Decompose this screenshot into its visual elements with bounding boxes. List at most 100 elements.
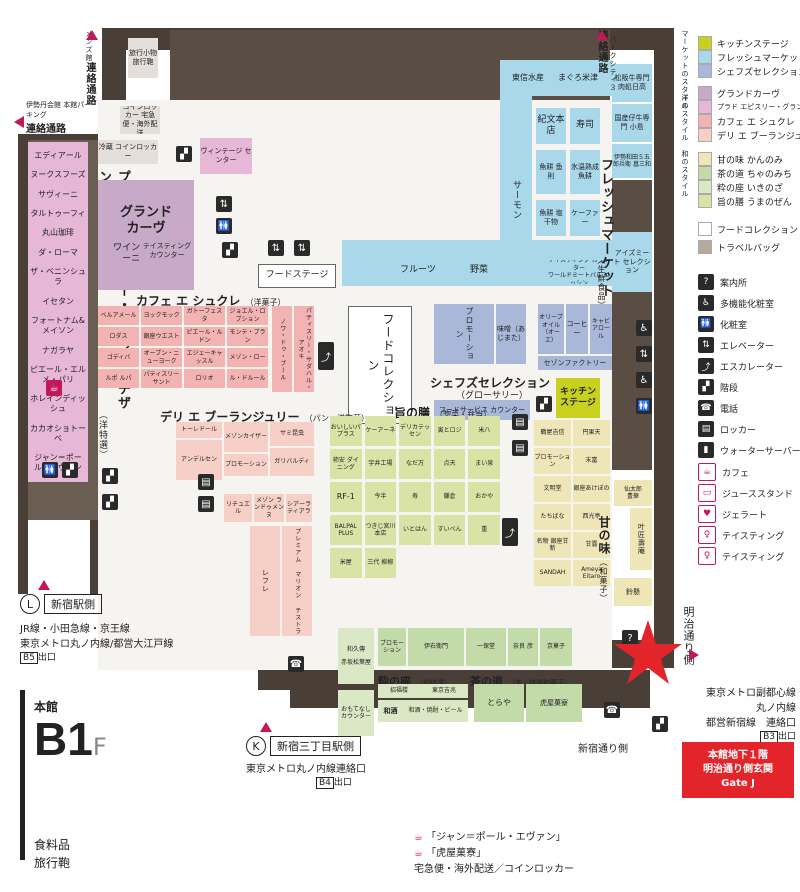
deli-shop-3[interactable]: アンデルセン — [176, 440, 222, 480]
elevator-icon[interactable]: ⇅ — [294, 240, 310, 256]
cafe-shop-patisserie-1[interactable]: ノワ・ドゥ・ブール — [272, 306, 292, 392]
locker-icon[interactable]: ▤ — [198, 474, 214, 490]
restroom-icon[interactable]: 🚻 — [42, 462, 58, 478]
kitchen-stage[interactable]: キッチン ステージ — [556, 378, 600, 418]
deli-shop-2[interactable]: メゾンカイザー — [224, 422, 268, 452]
restroom-icon[interactable]: 🚻 — [216, 218, 232, 234]
cafe-shop[interactable]: 銀座ウエスト — [141, 327, 182, 346]
cha-shop-4[interactable]: 奈良 彦 — [508, 628, 538, 666]
wine-tasting[interactable]: テイスティング カウンター — [140, 240, 194, 262]
fish-shop-2[interactable]: 氷温熟成 魚耕 — [570, 150, 600, 194]
ama-shop[interactable]: 西光亭 — [573, 504, 610, 530]
travel-goods[interactable]: 旅行小物 旅行鞄 — [128, 38, 158, 78]
elevator-icon[interactable]: ⇅ — [268, 240, 284, 256]
escalator-icon[interactable]: ⤴ — [502, 518, 518, 546]
umai-shop[interactable]: なだ万 — [399, 449, 431, 479]
ama-shop[interactable]: 甘露 — [573, 532, 610, 558]
food-service-counter[interactable]: フードサービス カウンター — [434, 400, 530, 420]
umai-shop[interactable]: 三代 柳柳 — [364, 548, 397, 578]
chefs-promo[interactable]: プロモーション — [434, 304, 494, 364]
coffee-shop[interactable]: コーヒー — [566, 304, 588, 354]
cafe-shop[interactable]: ピエール・ルドン — [184, 327, 225, 346]
deli-shop-5[interactable]: サミ昆虫 — [270, 422, 314, 446]
delivery-counter[interactable]: コインロッカー 宅急便・海外配送 — [120, 106, 160, 134]
stairs-icon[interactable]: ▞ — [102, 468, 118, 484]
ama-shop[interactable]: プロモーション — [534, 448, 571, 474]
cafe-shop[interactable]: メゾン・ロー — [227, 348, 268, 367]
kibun-shop[interactable]: 紀文本店 — [536, 108, 566, 144]
iki-kanou[interactable]: 和久傳 赤坂松葉屋 — [338, 628, 374, 684]
ama-shop[interactable]: 銀座あけぼの — [573, 476, 610, 502]
food-collection[interactable]: フードコレクション — [348, 306, 412, 424]
umai-shop[interactable]: 柿安 ダイニング — [330, 449, 362, 479]
info-icon[interactable]: ? — [622, 630, 638, 646]
stairs-icon[interactable]: ▞ — [62, 462, 78, 478]
escalator-icon[interactable]: ⤴ — [318, 342, 334, 370]
ama-shop[interactable]: 末富 — [573, 448, 610, 474]
ama-kanou[interactable]: 叶匠壽庵 — [630, 508, 652, 570]
cha-shop-5[interactable]: 京菓子 — [540, 628, 572, 666]
toraya-shop[interactable]: とらや — [474, 684, 524, 722]
cafe-shop[interactable]: ベルアメール — [98, 306, 139, 325]
cafe-shop[interactable]: ジョエル・ロブション — [227, 306, 268, 325]
ama-shop[interactable]: Ameya Eitaro — [573, 560, 610, 586]
umai-shop[interactable]: 今半 — [364, 482, 397, 512]
prada-shops-area[interactable]: エディアール ヌークスフーズ サヴィーニ タルトゥーフィ 丸山珈琲 ダ・ローマ … — [28, 142, 88, 482]
cha-promo[interactable]: プロモーション — [378, 628, 406, 666]
accessible-restroom-icon[interactable]: ♿ — [636, 372, 652, 388]
umai-shop[interactable]: 点天 — [433, 449, 466, 479]
umai-shop[interactable]: つきじ宮川本店 — [364, 515, 397, 545]
olive-shop[interactable]: オリーブオイル（オーエ） — [538, 304, 564, 354]
cafe-shop[interactable]: エジェーキャッスル — [184, 348, 225, 367]
fresh-market-top[interactable] — [500, 60, 612, 96]
umai-shop[interactable]: おいしいパプラス — [330, 416, 362, 446]
umai-shop[interactable]: BALPAL PLUS — [330, 515, 362, 545]
umai-shop[interactable]: 米屋 — [330, 548, 362, 578]
fish-shop-1[interactable]: 魚耕 鱼則 — [536, 150, 566, 194]
sushi-shop[interactable]: 寿司 — [570, 108, 600, 144]
stairs-icon[interactable]: ▞ — [222, 242, 238, 258]
cafe-shop[interactable]: ゴディバ — [98, 348, 139, 367]
cha-shop-3[interactable]: 一保堂 — [466, 628, 506, 666]
umai-shop[interactable]: すいべん — [433, 515, 466, 545]
stairs-icon[interactable]: ▞ — [652, 716, 668, 732]
umai-shop[interactable]: 鎌倉 — [433, 482, 466, 512]
meat-shop-2[interactable]: 国産仔牛専門 小島 — [612, 104, 652, 142]
umai-shop[interactable]: 寿 — [399, 482, 431, 512]
wasake-area[interactable]: 和酒 和酒・焼酎・ビール — [378, 700, 468, 722]
deli-shop-7[interactable]: リチュエル — [224, 494, 252, 522]
umai-shop[interactable]: 宇井工場 — [364, 449, 397, 479]
deli-shop-9[interactable]: シアーラ ティアラ — [286, 494, 312, 522]
accessible-restroom-icon[interactable]: ♿ — [636, 320, 652, 336]
cafe-icon[interactable]: ☕ — [46, 380, 62, 396]
phone-icon[interactable]: ☎ — [604, 702, 620, 718]
meat-shop-4[interactable]: アイズミート セレクション — [612, 232, 652, 292]
toraya-karyo[interactable]: 虎屋菓寮 — [526, 684, 582, 722]
umai-shop[interactable]: デリカテッセン — [399, 416, 431, 446]
fish-shop-3[interactable]: 魚耕 塩干物 — [536, 200, 566, 236]
vintage-center[interactable]: ヴィンテージ センター — [200, 138, 252, 174]
cha-shop-2[interactable]: 伊右衛門 — [408, 628, 464, 666]
cafe-shop[interactable]: ガトーフェスタ — [184, 306, 225, 325]
selon-factory[interactable]: セゾンファクトリー — [538, 356, 612, 370]
ama-shop[interactable]: 円果天 — [573, 420, 610, 446]
worldmeat-bar[interactable]: テイスティング カウンター ワールドミートバル ニッシン — [548, 260, 610, 284]
meat-shop-3[interactable]: 伊勢和田５五郎兵衛 菖三和 — [612, 144, 652, 178]
cafe-shop[interactable]: パティスリー サント — [141, 369, 182, 388]
caviar-shop[interactable]: キャビアロール — [590, 304, 612, 354]
meat-shop-1[interactable]: 松阪牛専門 肉処日高 — [612, 64, 652, 102]
stairs-icon[interactable]: ▞ — [102, 494, 118, 510]
locker-icon[interactable]: ▤ — [512, 414, 528, 430]
ama-suzukake[interactable]: 鈴懸 — [614, 578, 652, 606]
locker-icon[interactable]: ▤ — [512, 440, 528, 456]
cafe-shop[interactable]: オーブン・ニューヨーク — [141, 348, 182, 367]
cafe-shop-patisserie-2[interactable]: パティスリー・サダハル・アオキ — [294, 306, 314, 392]
umai-shop[interactable]: まい泉 — [468, 449, 500, 479]
locker-icon[interactable]: ▤ — [198, 496, 214, 512]
cafe-shop[interactable]: モンテ・ブラン — [227, 327, 268, 346]
restroom-icon[interactable]: 🚻 — [636, 398, 652, 414]
deli-shop-6[interactable]: ガリバルディ — [270, 448, 314, 476]
iki-shop-row[interactable]: 招福楼 東京吉兆 — [378, 684, 468, 698]
